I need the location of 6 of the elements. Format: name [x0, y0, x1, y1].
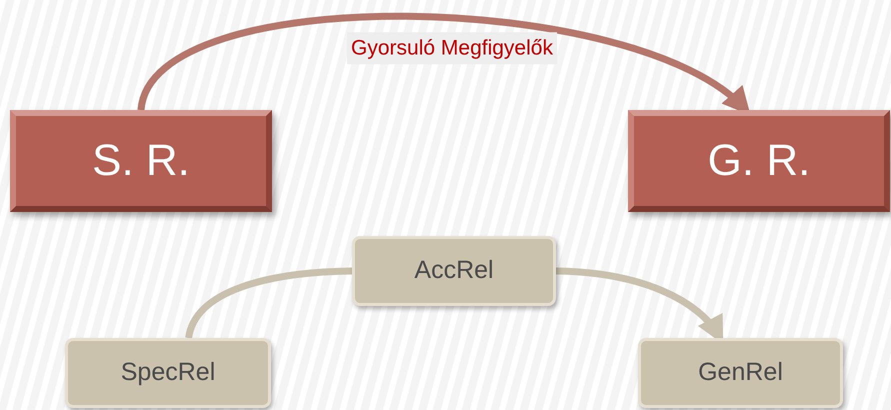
rounded-box: AccRel	[352, 236, 556, 306]
beveled-box: G. R.	[628, 110, 890, 212]
beveled-box: S. R.	[10, 110, 272, 212]
rounded-box: GenRel	[638, 338, 843, 408]
edge-label: Gyorsuló Megfigyelők	[347, 32, 557, 64]
rounded-box: SpecRel	[65, 338, 271, 408]
